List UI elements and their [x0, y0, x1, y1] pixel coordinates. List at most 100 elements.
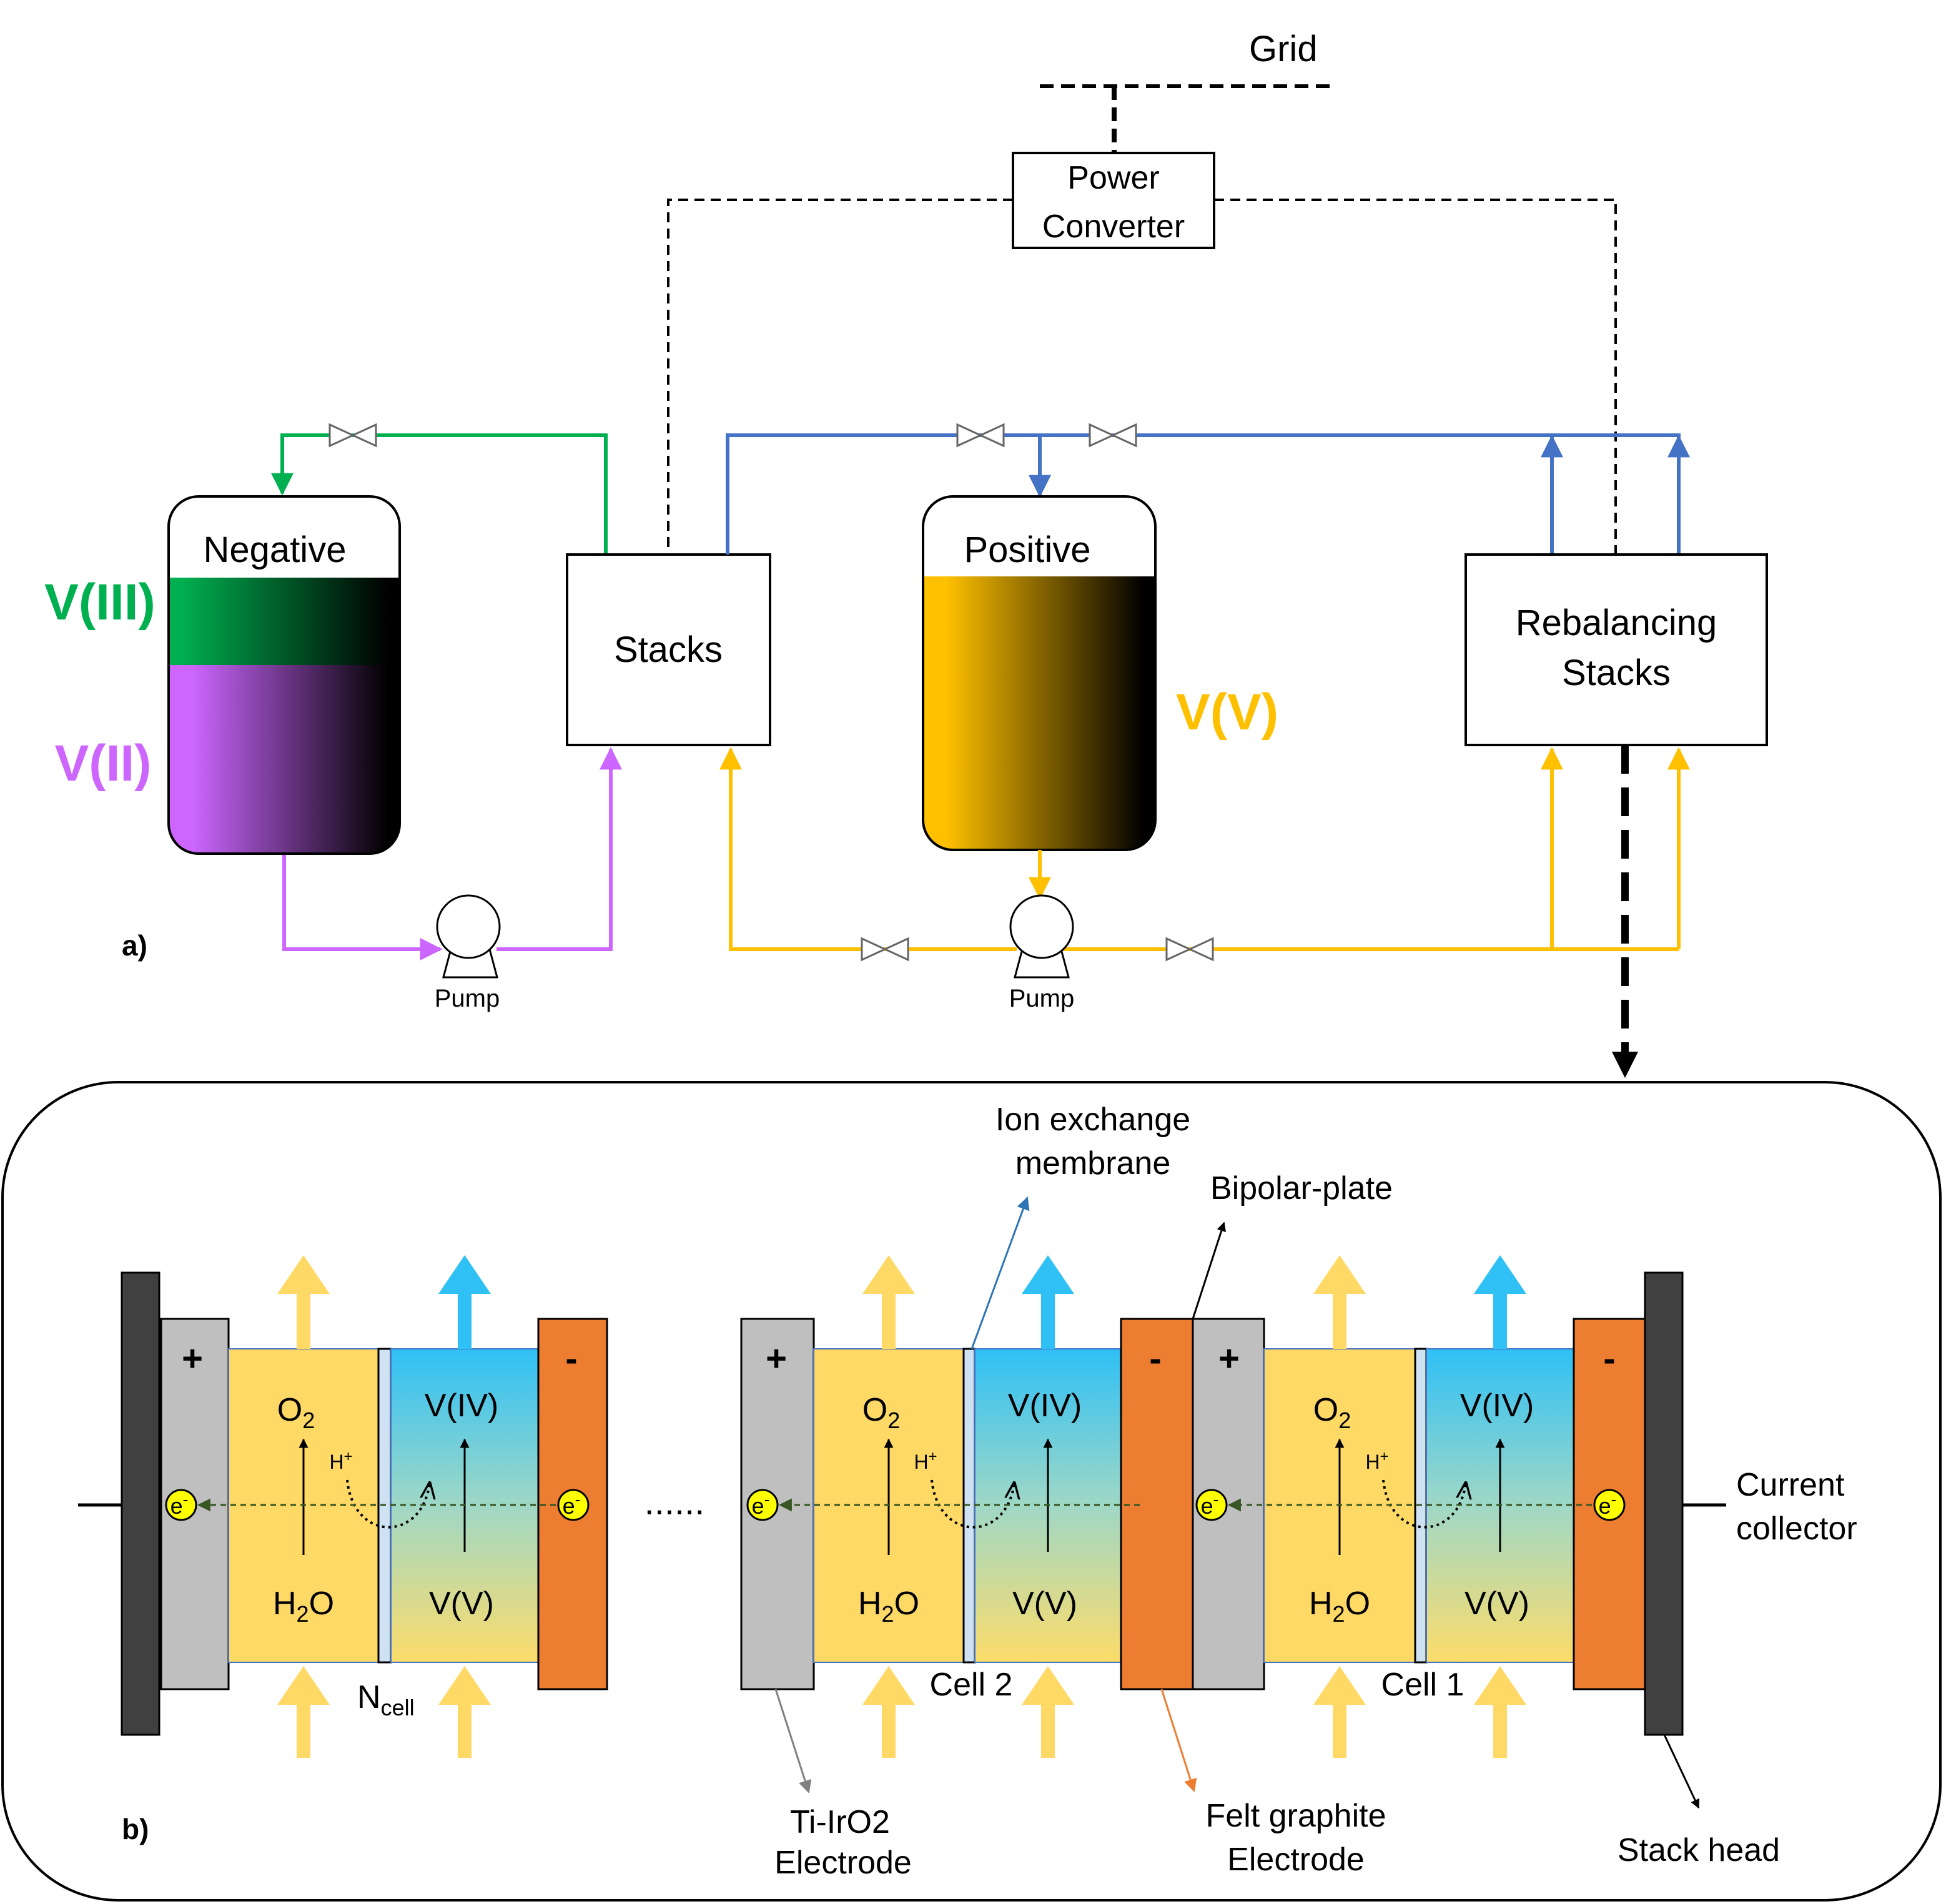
stack-head-callout-arrow	[1663, 1734, 1700, 1809]
left-minus-sign: -	[565, 1338, 577, 1379]
cell1-v4-label: V(IV)	[1460, 1388, 1534, 1424]
cell2-catholyte-inflow-arrow	[1022, 1666, 1074, 1758]
cell2-v4-label: V(IV)	[1008, 1388, 1082, 1424]
panel-b-label: b)	[122, 1813, 149, 1845]
cell1-anolyte-inflow-arrow	[1313, 1666, 1366, 1758]
cell2-anolyte-inflow-arrow	[862, 1666, 915, 1758]
cell2-anolyte-outflow-arrow	[862, 1255, 915, 1349]
left-catholyte-inflow-arrow	[438, 1666, 491, 1758]
right-current-collector	[1644, 1271, 1684, 1736]
cell1-label: Cell 1	[1381, 1667, 1464, 1703]
panel-a-label: a)	[122, 929, 147, 962]
collector-callout-line1: Current	[1736, 1467, 1845, 1503]
valve-positive-supply-2	[1165, 937, 1214, 962]
cell2-felt-electrode	[1120, 1318, 1194, 1690]
cell2-minus-sign: -	[1149, 1338, 1161, 1379]
cell2-plus-sign: +	[766, 1338, 787, 1379]
felt-electrode-callout-line1: Felt graphite	[1205, 1798, 1386, 1834]
left-anolyte-outflow-arrow	[277, 1255, 330, 1349]
ncell-label: Ncell	[357, 1679, 415, 1720]
cell1-catholyte-inflow-arrow	[1474, 1666, 1526, 1758]
cell2-water-label: H2O	[858, 1586, 919, 1627]
collector-callout-line2: collector	[1736, 1511, 1857, 1547]
cell1-electron-cathode	[1593, 1489, 1626, 1521]
negative-tank	[167, 495, 401, 855]
valve-positive-supply-1	[861, 937, 909, 962]
v2-species-label: V(II)	[55, 735, 152, 792]
left-current-collector	[121, 1271, 161, 1736]
stacks-box	[566, 553, 771, 746]
negative-supply-pipe	[282, 854, 443, 960]
stacks-label: Stacks	[614, 629, 723, 670]
electrolyte-flow-arrows	[277, 1255, 1526, 1758]
positive-tank-label: Positive	[964, 530, 1090, 570]
felt-electrode-callout-arrow	[1160, 1689, 1197, 1793]
cell1-plus-sign: +	[1218, 1338, 1240, 1379]
ti-electrode-callout-line1: Ti-IrO2	[790, 1804, 890, 1840]
pump-negative-icon	[436, 894, 501, 979]
left-anolyte-inflow-arrow	[277, 1666, 330, 1758]
cell1-electron-cathode-label: e-	[1599, 1490, 1617, 1519]
cell2-proton-label: H+	[914, 1448, 937, 1473]
ti-electrode-callout-line2: Electrode	[774, 1845, 912, 1881]
membrane-callout-line2: membrane	[1015, 1145, 1171, 1181]
left-proton-label: H+	[329, 1448, 352, 1473]
power-converter-label-line2: Converter	[1042, 209, 1185, 245]
pump-negative-label: Pump	[435, 985, 500, 1012]
positive-to-stacks-pipe	[719, 747, 1017, 951]
cell2-electron-anode	[746, 1489, 779, 1521]
negative-tank-label: Negative	[204, 530, 347, 570]
left-v4-label: V(IV)	[425, 1388, 498, 1424]
positive-return-pipe	[726, 433, 1681, 555]
valve-negative-return	[328, 423, 377, 448]
stack-head-callout-label: Stack head	[1618, 1832, 1780, 1868]
v3-species-label: V(III)	[44, 574, 156, 631]
membrane-callout-line1: Ion exchange	[995, 1102, 1190, 1138]
left-electron-anode	[165, 1489, 197, 1521]
v5-species-label: V(V)	[1176, 684, 1278, 741]
cell1-proton-transfer-arrow	[1382, 1479, 1466, 1529]
cell2-catholyte-outflow-arrow	[1022, 1255, 1074, 1349]
cell1-v5-label: V(V)	[1464, 1586, 1529, 1622]
grid-label: Grid	[1249, 29, 1318, 69]
left-catholyte-outflow-arrow	[438, 1255, 491, 1349]
rebalancing-label-line2: Stacks	[1562, 653, 1671, 693]
left-water-label: H2O	[273, 1586, 334, 1627]
converter-to-stacks-line	[667, 199, 1013, 555]
cell1-anolyte-outflow-arrow	[1313, 1255, 1366, 1349]
bipolar-callout-label: Bipolar-plate	[1210, 1170, 1393, 1206]
cell1-catholyte-outflow-arrow	[1474, 1255, 1526, 1349]
left-electron-cathode-label: e-	[563, 1490, 581, 1519]
cell1-water-label: H2O	[1309, 1586, 1370, 1627]
left-plus-sign: +	[182, 1338, 203, 1379]
ellipsis: ......	[645, 1482, 705, 1522]
felt-electrode-callout-line2: Electrode	[1227, 1842, 1365, 1878]
bipolar-callout-arrow	[1192, 1221, 1226, 1319]
cell2-label: Cell 2	[930, 1667, 1013, 1703]
cell1-minus-sign: -	[1603, 1338, 1615, 1379]
cell1-electron-anode	[1195, 1489, 1228, 1521]
cell2-proton-transfer-arrow	[931, 1479, 1014, 1529]
cell1-electron-anode-label: e-	[1201, 1490, 1219, 1519]
negative-to-stacks-pipe	[496, 747, 622, 951]
positive-tank	[922, 495, 1157, 851]
cell2-electron-anode-label: e-	[752, 1490, 770, 1519]
cell1-oxygen-label: O2	[1313, 1392, 1351, 1433]
rebalancing-label-line1: Rebalancing	[1516, 603, 1717, 643]
left-v5-label: V(V)	[429, 1586, 494, 1622]
cell2-v5-label: V(V)	[1012, 1586, 1077, 1622]
left-proton-transfer-arrow	[346, 1479, 430, 1529]
membrane-callout-arrow	[971, 1196, 1030, 1349]
left-oxygen-label: O2	[277, 1392, 315, 1433]
cell2-oxygen-label: O2	[862, 1392, 900, 1433]
left-electron-cathode	[557, 1489, 590, 1521]
left-electron-anode-label: e-	[170, 1490, 189, 1519]
cell1-proton-label: H+	[1365, 1448, 1388, 1473]
valve-positive-return-1	[956, 423, 1005, 448]
power-converter-label-line1: Power	[1067, 160, 1159, 196]
ti-electrode-callout-arrow	[774, 1689, 812, 1793]
rebalancing-stacks-box	[1464, 553, 1768, 746]
converter-to-rebalancing-line	[1214, 199, 1617, 555]
valve-positive-return-2	[1089, 423, 1137, 448]
